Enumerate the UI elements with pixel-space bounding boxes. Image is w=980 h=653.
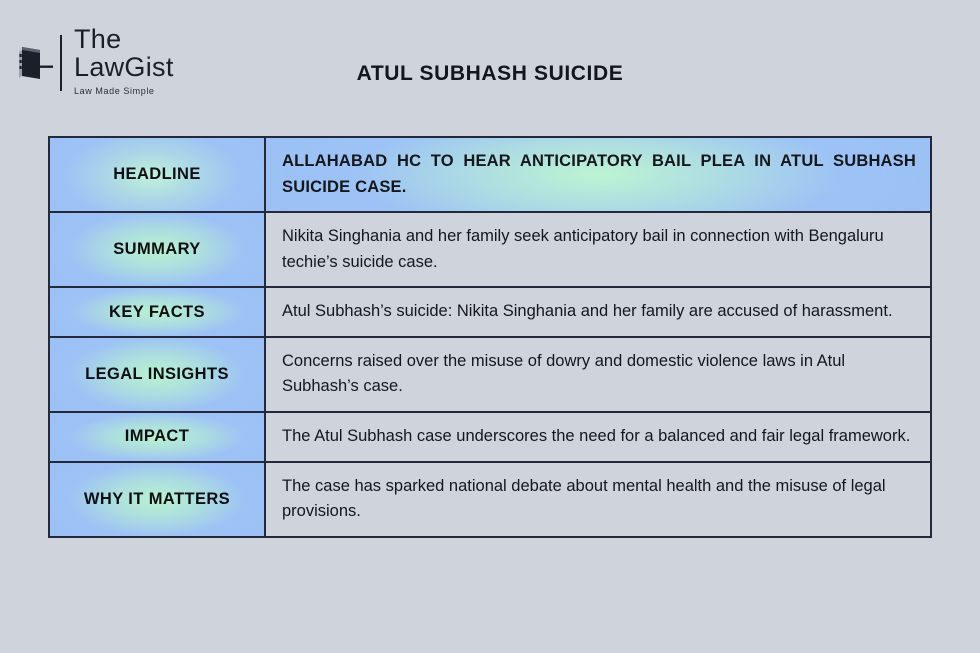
row-label-legal-insights: LEGAL INSIGHTS bbox=[48, 335, 266, 413]
table-row: SUMMARY Nikita Singhania and her family … bbox=[48, 211, 932, 289]
brand-line-lawgist: LawGist bbox=[74, 52, 174, 82]
brand-line-the: The bbox=[74, 24, 122, 54]
table-row: LEGAL INSIGHTS Concerns raised over the … bbox=[48, 335, 932, 413]
table-row: HEADLINE ALLAHABAD HC TO HEAR ANTICIPATO… bbox=[48, 135, 932, 214]
page-title: ATUL SUBHASH SUICIDE bbox=[356, 62, 624, 85]
brand-logo: The LawGist Law Made Simple bbox=[10, 26, 174, 97]
table-row: IMPACT The Atul Subhash case underscores… bbox=[48, 410, 932, 463]
row-value-key-facts: Atul Subhash’s suicide: Nikita Singhania… bbox=[264, 286, 932, 338]
brand-divider bbox=[60, 34, 62, 91]
row-value-legal-insights: Concerns raised over the misuse of dowry… bbox=[264, 335, 932, 413]
table-row: WHY IT MATTERS The case has sparked nati… bbox=[48, 460, 932, 538]
page-header: The LawGist Law Made Simple ATUL SUBHASH… bbox=[0, 0, 980, 122]
row-value-impact: The Atul Subhash case underscores the ne… bbox=[264, 410, 932, 463]
row-label-headline: HEADLINE bbox=[48, 135, 266, 214]
row-label-summary: SUMMARY bbox=[48, 211, 266, 289]
row-label-key-facts: KEY FACTS bbox=[48, 286, 266, 338]
table-row: KEY FACTS Atul Subhash’s suicide: Nikita… bbox=[48, 286, 932, 338]
law-book-gavel-icon bbox=[10, 39, 56, 85]
facts-table-container: HEADLINE ALLAHABAD HC TO HEAR ANTICIPATO… bbox=[48, 135, 932, 538]
row-value-summary: Nikita Singhania and her family seek ant… bbox=[264, 211, 932, 289]
brand-tagline: Law Made Simple bbox=[74, 86, 155, 96]
brand-wordmark: The LawGist Law Made Simple bbox=[74, 26, 174, 97]
facts-table: HEADLINE ALLAHABAD HC TO HEAR ANTICIPATO… bbox=[48, 135, 932, 538]
row-label-why-it-matters: WHY IT MATTERS bbox=[48, 460, 266, 538]
row-label-impact: IMPACT bbox=[48, 410, 266, 463]
row-value-why-it-matters: The case has sparked national debate abo… bbox=[264, 460, 932, 538]
facts-table-body: HEADLINE ALLAHABAD HC TO HEAR ANTICIPATO… bbox=[48, 135, 932, 538]
row-value-headline: ALLAHABAD HC TO HEAR ANTICIPATORY BAIL P… bbox=[264, 135, 932, 214]
